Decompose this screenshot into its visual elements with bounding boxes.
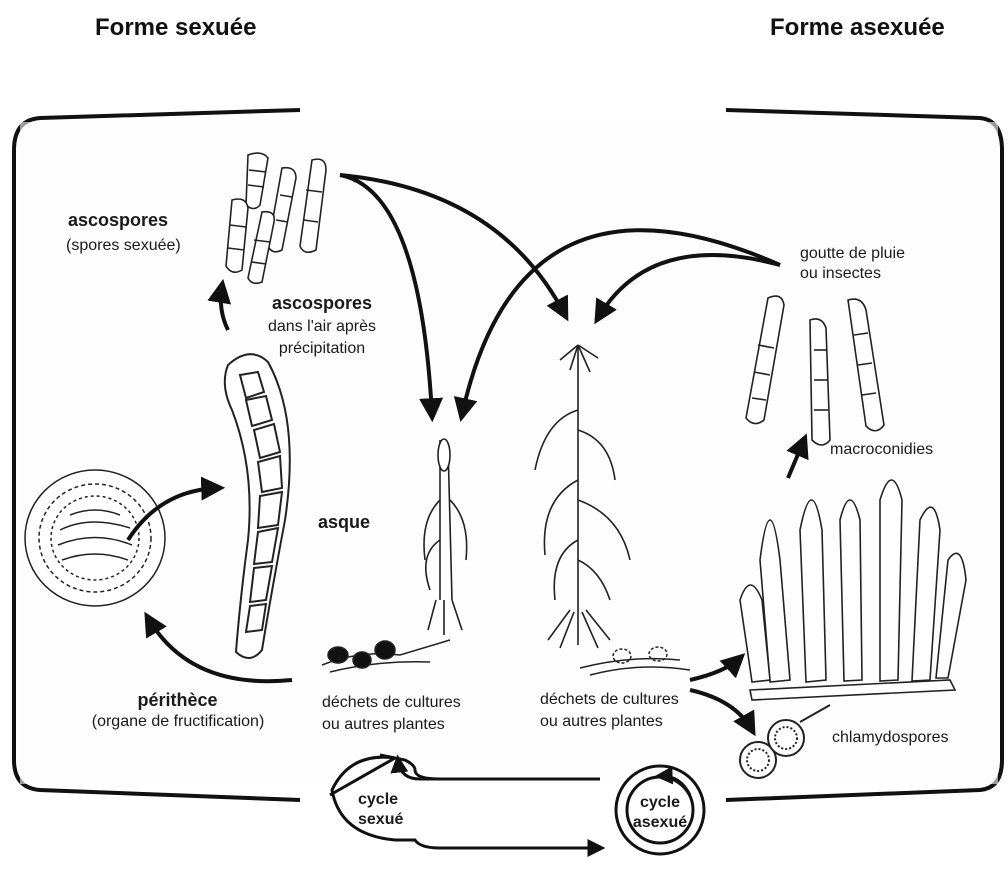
debris-right-line2: ou autres plantes (540, 712, 663, 732)
chlamydospores-label: chlamydospores (832, 728, 949, 748)
asexual-cycle-label-line1: cycle (630, 793, 690, 813)
asexual-cycle-label-line2: asexué (624, 813, 696, 833)
ascospores-sub-label: (spores sexuée) (66, 236, 181, 256)
ascospores-air-line1: dans l'air après (262, 317, 382, 337)
debris-right-line1: déchets de cultures (540, 690, 679, 710)
sexual-cycle-label-line2: sexué (358, 810, 403, 830)
ascus-label: asque (318, 512, 370, 532)
macroconidia-label: macroconidies (830, 440, 933, 460)
debris-left-line1: déchets de cultures (322, 693, 461, 713)
ascospores-air-line2: précipitation (262, 339, 382, 359)
perithece-label: périthèce (80, 690, 275, 710)
perithecium-illustration (25, 470, 165, 606)
ascospores-label: ascospores (68, 210, 168, 230)
rain-label-line1: goutte de pluie (800, 244, 905, 264)
ascospores-air-label: ascospores (262, 293, 382, 313)
rain-label-line2: ou insectes (800, 264, 881, 284)
debris-left-line2: ou autres plantes (322, 715, 445, 735)
sexual-cycle-label-line1: cycle (358, 790, 398, 810)
perithece-sub-label: (organe de fructification) (68, 712, 288, 732)
